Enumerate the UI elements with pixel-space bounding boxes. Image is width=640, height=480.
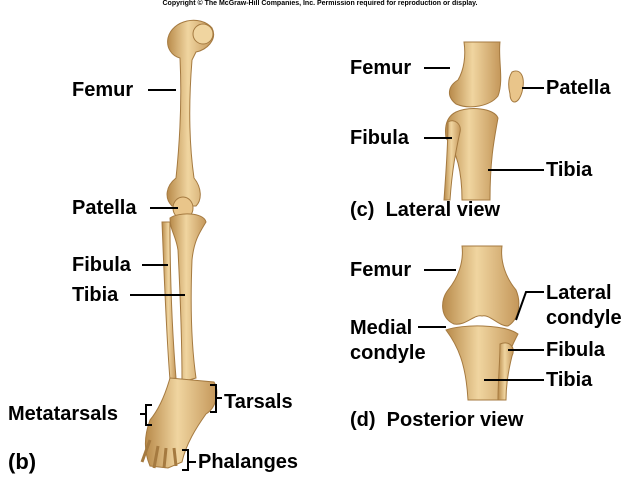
lateral-patella	[508, 70, 524, 103]
femoral-head	[192, 23, 214, 45]
lateral-femur	[449, 41, 502, 108]
label-tibia-d: Tibia	[546, 369, 593, 391]
copyright-notice: Copyright © The McGraw-Hill Companies, I…	[162, 0, 478, 7]
label-femur-b: Femur	[72, 79, 134, 101]
label-femur-d: Femur	[350, 259, 412, 281]
panel-d-caption: (d) Posterior view	[350, 409, 523, 431]
label-tibia-c: Tibia	[546, 159, 593, 181]
panel-c-knee	[443, 41, 524, 201]
label-patella-c: Patella	[546, 77, 611, 99]
panel-d-knee	[442, 245, 520, 401]
panel-c-tag: (c)	[350, 199, 375, 221]
toe-bones	[140, 439, 178, 469]
label-fibula-b: Fibula	[72, 254, 131, 276]
label-tarsals: Tarsals	[224, 391, 293, 413]
panel-d-title: Posterior view	[386, 409, 524, 431]
panel-d-tag: (d)	[350, 409, 376, 431]
label-patella-b: Patella	[72, 197, 137, 219]
label-medial-condyle: Medial condyle	[350, 316, 426, 366]
tibia-bone	[169, 213, 207, 383]
panel-c-caption: (c) Lateral view	[350, 199, 500, 221]
label-phalanges: Phalanges	[198, 451, 299, 473]
posterior-femur	[442, 245, 520, 327]
panel-b-leg	[140, 19, 218, 469]
leader-lines	[130, 67, 544, 471]
posterior-fibula	[497, 342, 514, 401]
label-lateral-condyle-line2: condyle	[546, 307, 622, 329]
label-femur-c: Femur	[350, 57, 412, 79]
panel-c-title: Lateral view	[385, 199, 501, 221]
label-fibula-d: Fibula	[546, 339, 605, 361]
label-lateral-condyle-line1: Lateral	[546, 282, 612, 304]
label-fibula-c: Fibula	[350, 127, 409, 149]
label-medial-condyle-line1: Medial	[350, 317, 413, 339]
femur-bone	[166, 19, 214, 207]
label-lateral-condyle: Lateral condyle	[546, 281, 622, 331]
label-metatarsals: Metatarsals	[8, 403, 119, 425]
lateral-fibula	[443, 120, 461, 201]
fibula-bone	[161, 221, 177, 381]
panel-b-tag: (b)	[8, 449, 37, 474]
label-medial-condyle-line2: condyle	[350, 342, 426, 364]
label-tibia-b: Tibia	[72, 284, 119, 306]
